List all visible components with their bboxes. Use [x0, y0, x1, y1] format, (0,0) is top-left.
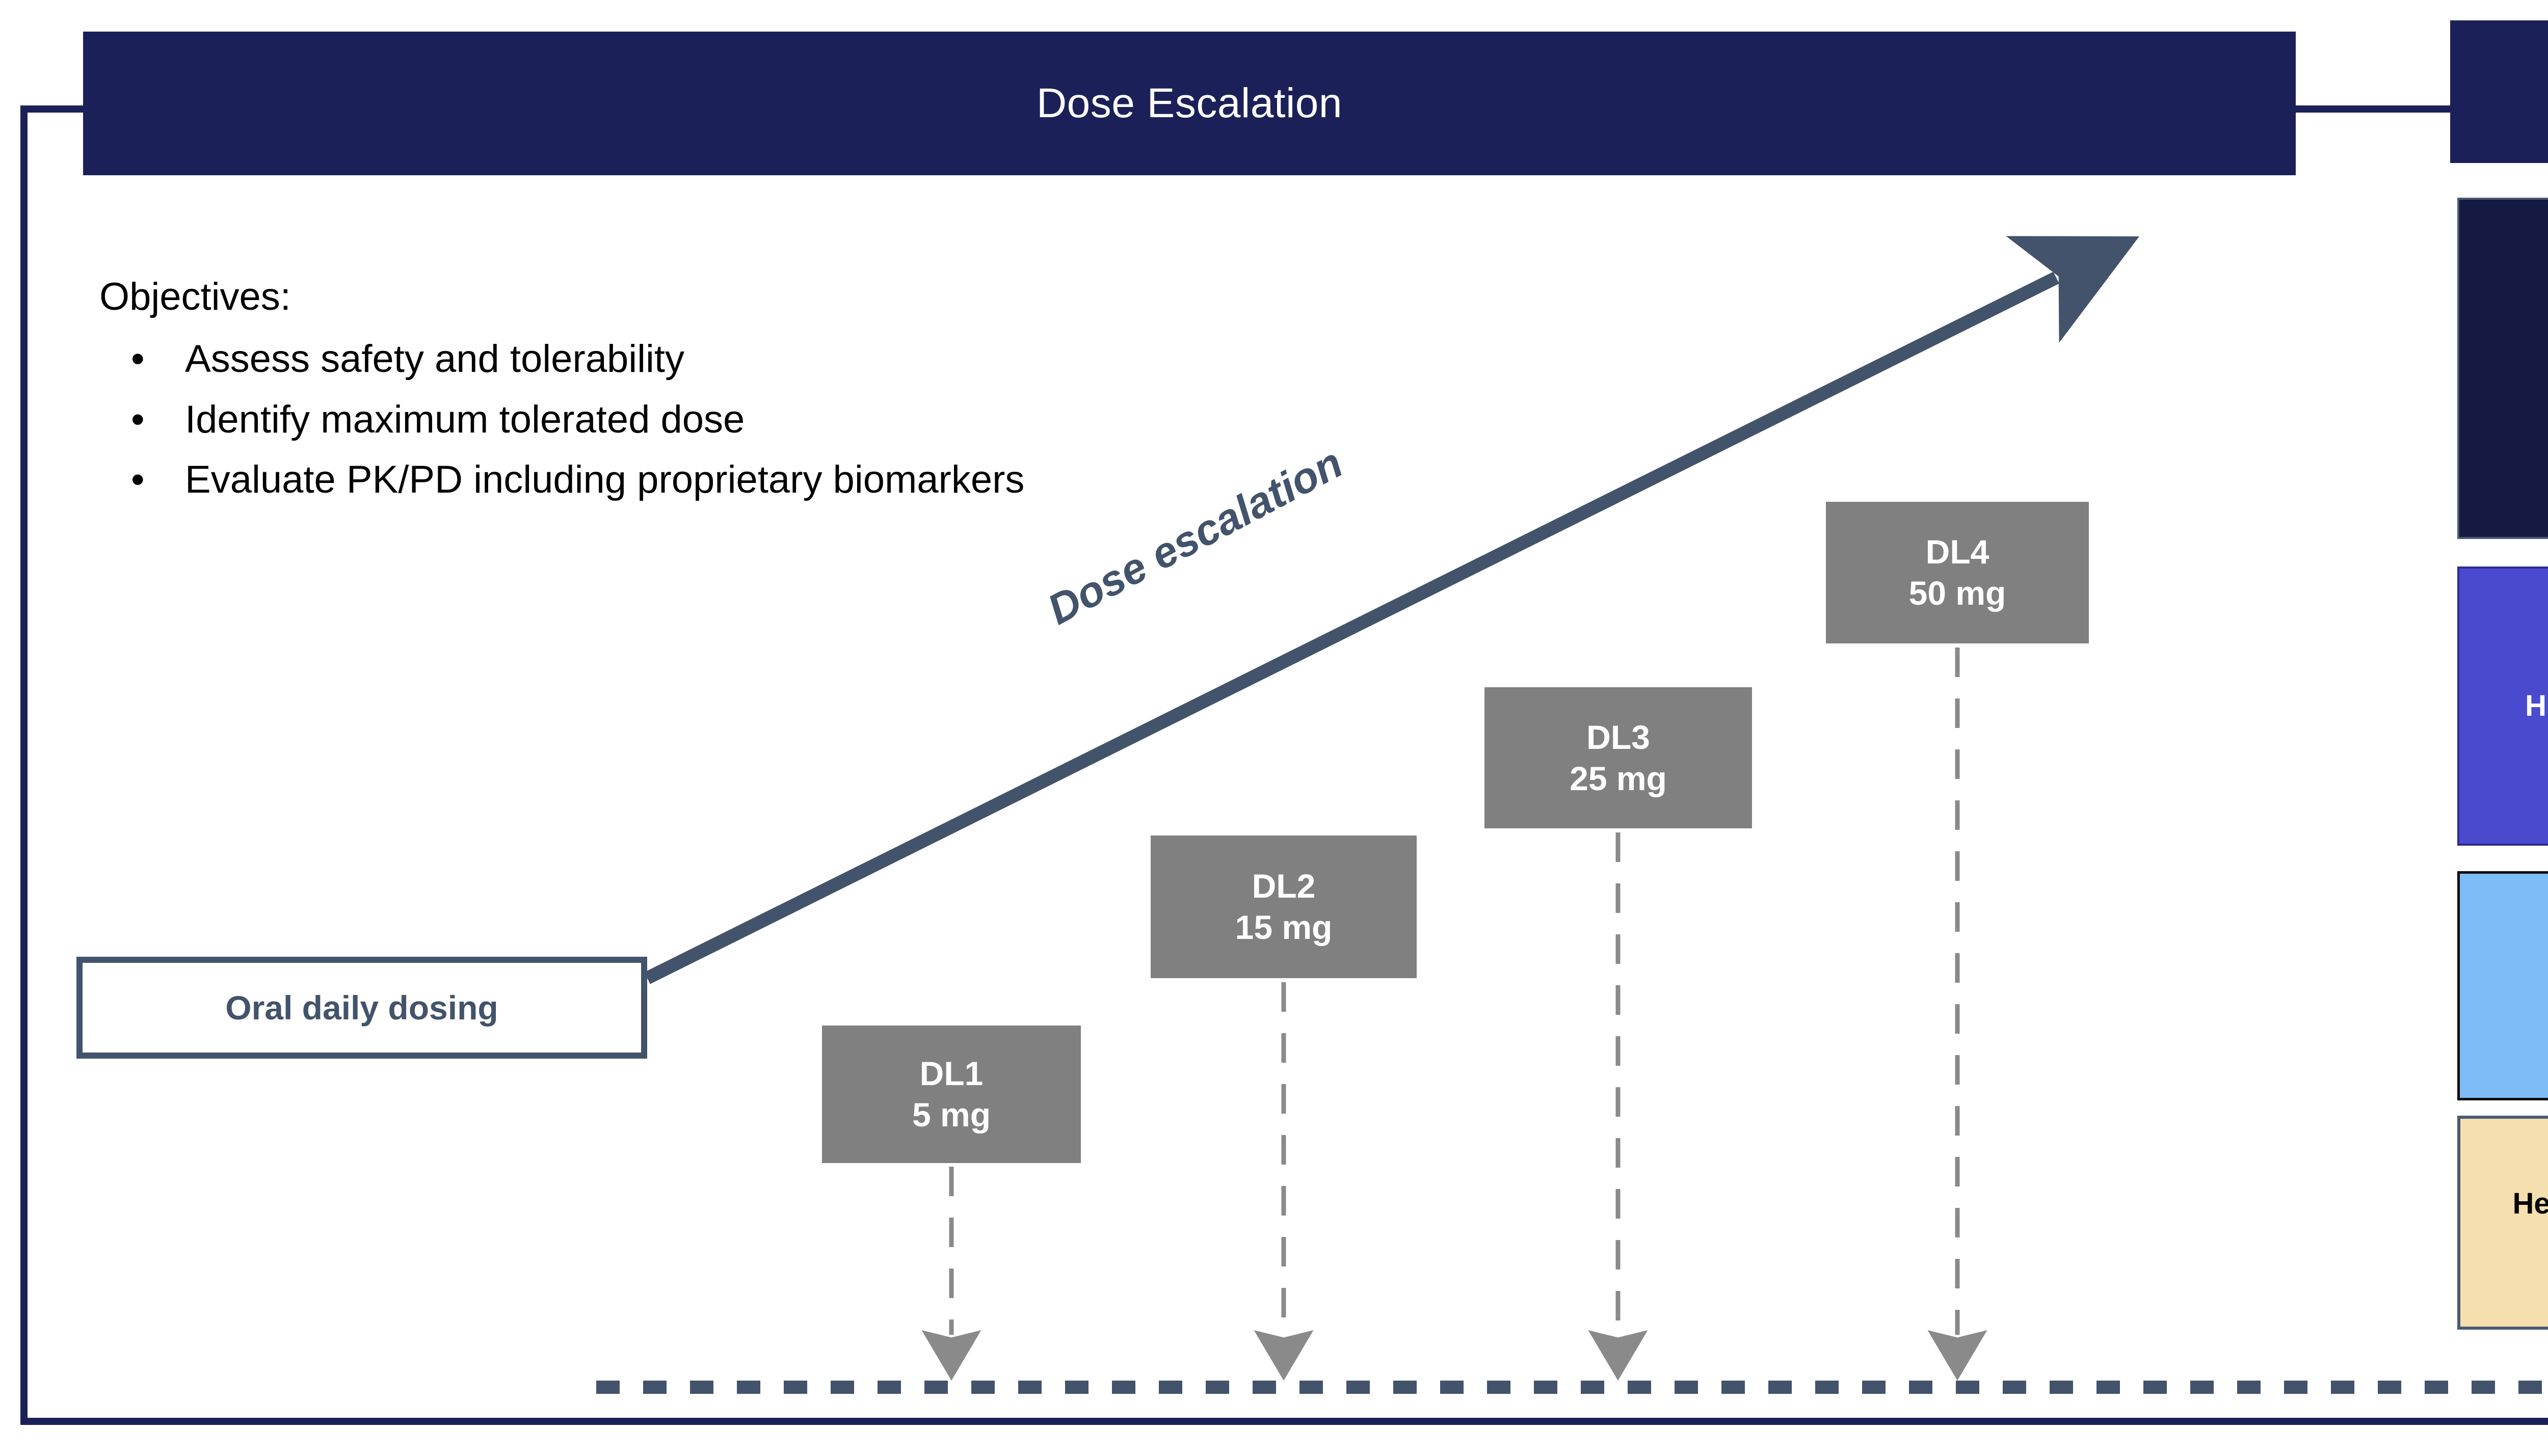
dose-level-name: DL3: [1586, 718, 1650, 756]
objective-text: Assess safety and tolerability: [185, 337, 685, 381]
banner-dose-escalation: Dose Escalation: [83, 32, 2296, 175]
oral-daily-dosing-box: Oral daily dosing: [76, 957, 647, 1059]
cohort-label: Hematologic Malignancies with T Cell Dys…: [2512, 1187, 2548, 1220]
dose-level-dose: 50 mg: [1908, 574, 2006, 612]
objective-item: • Assess safety and tolerability: [99, 332, 1220, 386]
dose-level-name: DL4: [1925, 533, 1989, 571]
dose-level-box-dl4: DL4 50 mg: [1826, 502, 2089, 643]
banner-potential-cohort-expansion: Potential Cohort Expansion: [2450, 20, 2548, 163]
dose-level-dose: 5 mg: [912, 1096, 991, 1134]
dose-level-name: DL1: [919, 1055, 984, 1093]
cohort-box-low-immunogenicity-tumors: Low Immunogenicity/Low Antigenicity Tumo…: [2457, 871, 2548, 1100]
dose-level-box-dl2: DL2 15 mg: [1151, 835, 1417, 978]
objectives-title: Objectives:: [99, 275, 291, 318]
cohort-box-hematologic-malignancies: Hematologic Malignancies with T Cell Dys…: [2457, 1116, 2548, 1330]
cohort-label: Highly Suppressive Tumor Microenvironmen…: [2525, 689, 2548, 723]
objective-item: • Evaluate PK/PD including proprietary b…: [99, 453, 1220, 507]
objectives-block: Objectives: • Assess safety and tolerabi…: [99, 270, 1220, 514]
cohort-box-immune-checkpoint-resistant-tumors: Immune Checkpoint-Resistant Tumors: [2457, 198, 2548, 539]
objectives-list: • Assess safety and tolerability • Ident…: [99, 332, 1220, 507]
bullet-glyph: •: [131, 458, 145, 502]
cohort-box-highly-suppressive-tme: Highly Suppressive Tumor Microenvironmen…: [2457, 567, 2548, 846]
dose-level-dose: 25 mg: [1570, 759, 1667, 797]
bullet-glyph: •: [131, 337, 145, 381]
dose-level-box-dl3: DL3 25 mg: [1484, 687, 1752, 828]
bullet-glyph: •: [131, 397, 145, 441]
dose-level-name: DL2: [1252, 867, 1316, 905]
objective-text: Identify maximum tolerated dose: [185, 397, 745, 441]
dose-level-dose: 15 mg: [1235, 908, 1333, 946]
dose-level-box-dl1: DL1 5 mg: [822, 1026, 1081, 1163]
objective-item: • Identify maximum tolerated dose: [99, 393, 1220, 447]
objective-text: Evaluate PK/PD including proprietary bio…: [185, 458, 1025, 502]
